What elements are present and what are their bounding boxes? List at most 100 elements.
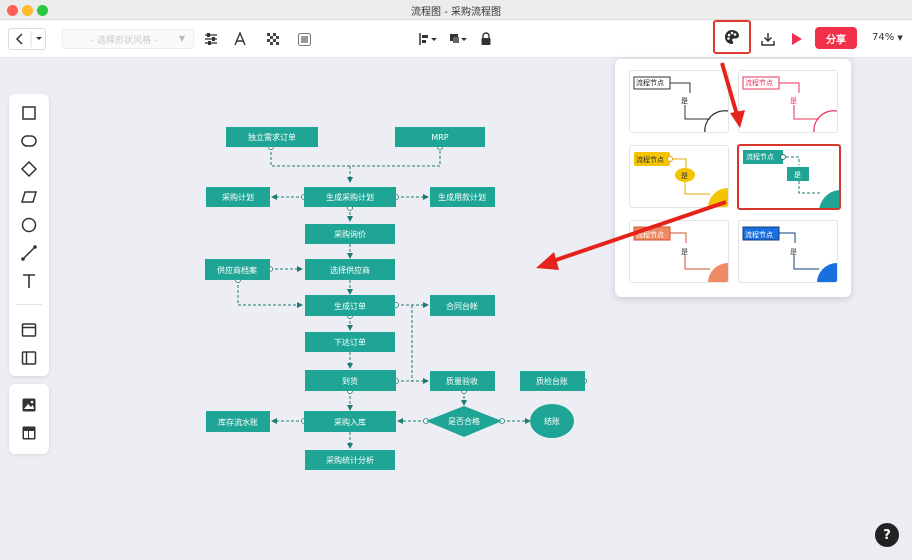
theme-card-5[interactable]: 流程节点 是 <box>629 220 729 283</box>
parallelogram-icon <box>20 191 38 203</box>
svg-text:是否合格: 是否合格 <box>448 416 480 426</box>
node-arrival[interactable]: 到货 <box>305 370 396 391</box>
divider <box>16 304 42 305</box>
insert-toolbar <box>9 384 49 454</box>
node-mrp[interactable]: MRP <box>395 127 485 147</box>
text-tool[interactable] <box>9 269 49 293</box>
theme-card-1[interactable]: 流程节点 是 <box>629 70 729 133</box>
swimlane-tool[interactable] <box>9 346 49 370</box>
theme-yes-label: 是 <box>790 248 797 256</box>
node-generate-purchase-plan[interactable]: 生成采购计划 <box>304 187 396 207</box>
insert-image-tool[interactable] <box>9 393 49 417</box>
layers-icon <box>450 34 467 43</box>
title-bar: 流程图 - 采购流程图 <box>0 0 912 20</box>
node-purchase-statistics[interactable]: 采购统计分析 <box>305 450 395 470</box>
parallelogram-tool[interactable] <box>9 185 49 209</box>
node-generate-payment-plan[interactable]: 生成用款计划 <box>430 187 495 207</box>
circle-tool[interactable] <box>9 213 49 237</box>
node-settlement[interactable]: 结账 <box>530 404 574 438</box>
picture-icon <box>22 398 36 412</box>
node-purchase-receipt[interactable]: 采购入库 <box>304 411 396 432</box>
sidebar-layout-icon <box>21 351 37 365</box>
font-button[interactable] <box>231 30 249 48</box>
container-tool[interactable] <box>9 318 49 342</box>
svg-text:采购询价: 采购询价 <box>334 229 366 239</box>
theme-card-6[interactable]: 流程节点 是 <box>738 220 838 283</box>
theme-preview <box>742 226 837 282</box>
shape-toolbar <box>9 94 49 376</box>
theme-yes-label: 是 <box>794 171 801 179</box>
connector[interactable] <box>270 147 441 167</box>
theme-preview <box>633 76 728 132</box>
svg-text:生成用款计划: 生成用款计划 <box>438 192 486 202</box>
node-independent-demand-order[interactable]: 独立需求订单 <box>226 127 318 147</box>
node-issue-order[interactable]: 下达订单 <box>305 332 395 352</box>
chevron-down-icon: ▼ <box>178 34 185 43</box>
font-icon <box>234 32 246 46</box>
svg-text:采购入库: 采购入库 <box>334 417 366 427</box>
theme-yes-label: 是 <box>681 172 688 180</box>
arrange-button[interactable] <box>448 30 468 48</box>
palette-icon <box>725 30 739 44</box>
lock-button[interactable] <box>478 30 494 48</box>
svg-text:采购统计分析: 采购统计分析 <box>326 455 374 465</box>
adjust-button[interactable] <box>202 30 220 48</box>
node-inventory-journal[interactable]: 库存流水账 <box>206 411 270 432</box>
theme-preview <box>743 150 839 208</box>
svg-text:结账: 结账 <box>544 416 560 426</box>
help-button[interactable]: ? <box>875 523 899 547</box>
node-quality-ledger[interactable]: 质检台账 <box>520 371 585 391</box>
present-button[interactable] <box>787 29 807 49</box>
back-button[interactable] <box>8 28 46 50</box>
close-window-button[interactable] <box>7 5 18 16</box>
download-button[interactable] <box>758 29 778 49</box>
svg-text:合同台帐: 合同台帐 <box>446 301 478 311</box>
node-contract-ledger[interactable]: 合同台帐 <box>430 295 495 316</box>
connector[interactable] <box>237 280 303 308</box>
template-tool[interactable] <box>9 421 49 445</box>
theme-card-3[interactable]: 流程节点 是 <box>629 145 729 208</box>
transparency-button[interactable] <box>264 30 282 48</box>
theme-preview <box>742 76 837 132</box>
connector[interactable] <box>411 305 429 384</box>
align-left-icon <box>419 33 437 45</box>
align-button[interactable] <box>418 30 438 48</box>
play-icon <box>792 33 802 45</box>
node-select-supplier[interactable]: 选择供应商 <box>305 259 395 280</box>
node-purchase-plan[interactable]: 采购计划 <box>206 187 270 207</box>
minimize-window-button[interactable] <box>22 5 33 16</box>
share-button[interactable]: 分享 <box>815 27 857 49</box>
line-tool[interactable] <box>9 241 49 265</box>
node-generate-order[interactable]: 生成订单 <box>305 295 395 316</box>
image-icon <box>297 32 311 46</box>
shape-style-placeholder: - 选择形状风格 - <box>91 35 158 46</box>
theme-panel: 流程节点 是 流程节点 是 流程节点 是 <box>615 59 851 297</box>
node-qualified-decision[interactable]: 是否合格 <box>426 406 502 437</box>
diamond-tool[interactable] <box>9 157 49 181</box>
toolbar: - 选择形状风格 - ▼ <box>0 20 912 58</box>
rounded-rectangle-icon <box>21 135 37 147</box>
theme-node-label: 流程节点 <box>636 79 664 87</box>
text-icon <box>23 274 35 288</box>
node-quality-inspection[interactable]: 质量验收 <box>430 371 495 391</box>
svg-text:生成采购计划: 生成采购计划 <box>326 192 374 202</box>
zoom-select[interactable]: 74% ▼ <box>872 32 903 43</box>
theme-node-label: 流程节点 <box>745 79 773 87</box>
theme-yes-label: 是 <box>790 97 797 105</box>
zoom-window-button[interactable] <box>37 5 48 16</box>
theme-button[interactable] <box>713 20 751 54</box>
svg-text:MRP: MRP <box>431 133 448 142</box>
theme-yes-label: 是 <box>681 248 688 256</box>
theme-card-4-selected[interactable]: 流程节点 是 <box>737 144 841 210</box>
node-purchase-inquiry[interactable]: 采购询价 <box>305 224 395 244</box>
rounded-rectangle-tool[interactable] <box>9 129 49 153</box>
node-supplier-archive[interactable]: 供应商档案 <box>205 259 270 280</box>
svg-text:下达订单: 下达订单 <box>334 337 366 347</box>
rectangle-tool[interactable] <box>9 101 49 125</box>
theme-node-label: 流程节点 <box>636 156 664 164</box>
theme-card-2[interactable]: 流程节点 是 <box>738 70 838 133</box>
shape-style-select[interactable]: - 选择形状风格 - ▼ <box>62 29 194 49</box>
background-image-button[interactable] <box>295 30 313 48</box>
svg-text:质检台账: 质检台账 <box>536 376 568 386</box>
